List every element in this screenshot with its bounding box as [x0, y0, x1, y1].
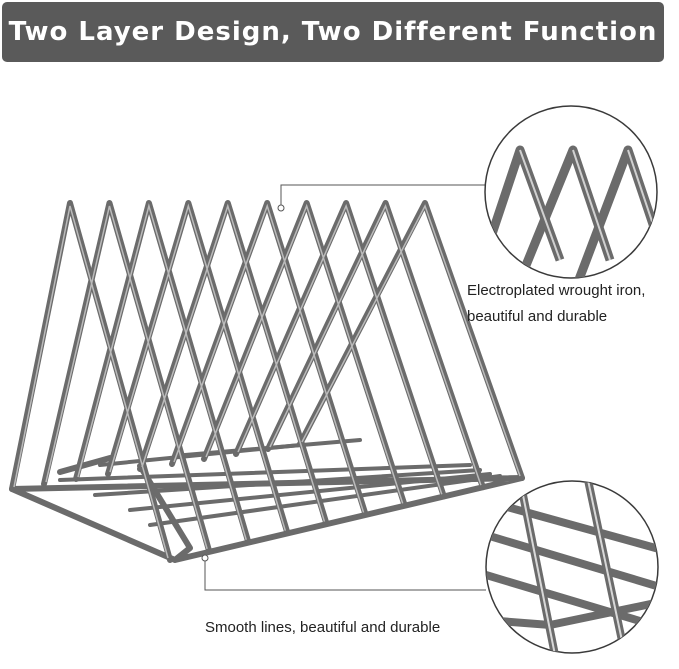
zoom-circle-bottom: [485, 480, 659, 654]
callout-bottom: Smooth lines, beautiful and durable: [205, 615, 440, 641]
leader-line-bottom: [204, 558, 486, 591]
rack-triangle: [169, 200, 369, 518]
rack-triangle-highlight: [77, 203, 247, 540]
rack-crossbars: [58, 438, 502, 527]
rack-triangle: [233, 200, 447, 500]
callout-bottom-text: Smooth lines, beautiful and durable: [205, 619, 441, 636]
wire-highlights: [13, 203, 521, 559]
callout-top: Electroplated wrought iron, beautiful an…: [467, 278, 645, 330]
rack-triangle: [41, 200, 213, 554]
rack-triangle-highlight: [141, 203, 326, 522]
rack-crossbar: [183, 438, 362, 457]
rack-triangle: [265, 200, 486, 491]
zoom-circle-top: [484, 105, 658, 279]
banner-title: Two Layer Design, Two Different Function: [8, 17, 658, 47]
rack-crossbar: [58, 463, 472, 482]
leader-dot-top: [277, 204, 285, 212]
rack-triangle: [9, 200, 173, 563]
rack-triangle-highlight: [269, 204, 482, 486]
rack-crossbar: [93, 468, 482, 497]
rack-crossbar: [128, 472, 492, 512]
rack-triangle-highlight: [237, 203, 443, 495]
rack-triangle-highlight: [45, 205, 208, 550]
rack-triangle-highlight: [301, 204, 521, 477]
rack-triangle: [105, 200, 291, 536]
callout-top-line2: beautiful and durable: [467, 308, 608, 325]
leader-dot-bottom: [201, 554, 209, 562]
rack-triangle: [137, 200, 330, 527]
rack-triangle-highlight: [13, 205, 169, 559]
wire-rack: [9, 200, 525, 563]
rack-triangles: [9, 200, 525, 563]
rack-triangle: [297, 200, 525, 481]
rack-triangle-highlight: [109, 203, 287, 531]
callout-top-line1: Electroplated wrought iron,: [467, 282, 646, 299]
leader-line-top: [280, 184, 486, 207]
leader-lines: [201, 184, 486, 591]
title-banner: Two Layer Design, Two Different Function: [2, 2, 664, 62]
rack-triangle-highlight: [205, 203, 404, 504]
rack-crossbar: [148, 474, 502, 527]
rack-triangle-highlight: [173, 203, 365, 513]
